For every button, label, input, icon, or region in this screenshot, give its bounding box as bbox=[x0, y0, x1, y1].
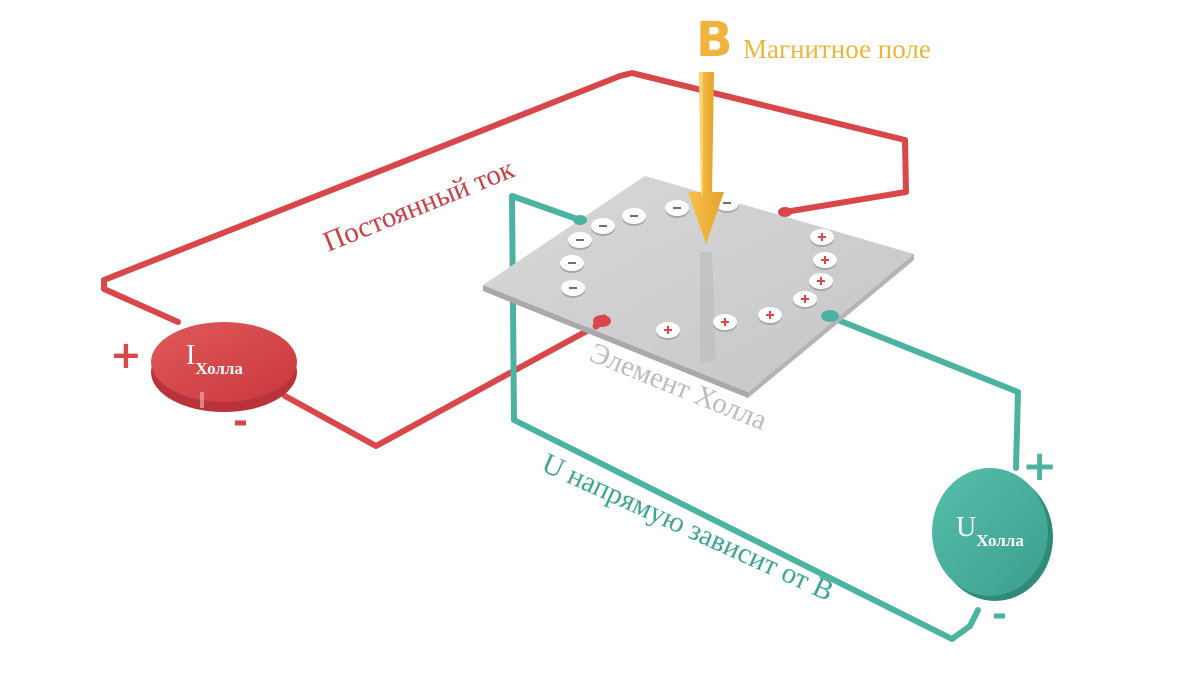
magnetic-field-arrow bbox=[688, 72, 724, 244]
positive-charge bbox=[713, 314, 737, 332]
field-label: Магнитное поле bbox=[743, 34, 931, 64]
current-source-symbol: IХолла bbox=[186, 340, 243, 378]
positive-charge bbox=[813, 252, 837, 270]
voltmeter-symbol: UХолла bbox=[956, 512, 1024, 550]
voltmeter: UХолла + - bbox=[932, 441, 1057, 635]
field-shadow bbox=[700, 252, 716, 364]
hall-plate-edge-right bbox=[748, 254, 914, 398]
current-contact bbox=[593, 315, 611, 327]
current-source-highlight bbox=[200, 392, 204, 408]
positive-charge bbox=[809, 273, 833, 291]
negative-charge bbox=[568, 232, 592, 250]
positive-charge bbox=[793, 291, 817, 309]
charges bbox=[560, 195, 837, 340]
current-wire-top bbox=[101, 70, 909, 325]
voltage-wire-right bbox=[825, 313, 1021, 471]
voltmeter-body bbox=[932, 468, 1048, 596]
current-contact-exit bbox=[778, 207, 792, 217]
negative-charge bbox=[560, 255, 584, 273]
current-source-subscript: Холла bbox=[195, 359, 243, 378]
current-wire-bottom bbox=[282, 323, 599, 449]
current-source-plus: + bbox=[110, 333, 142, 377]
positive-charge bbox=[758, 307, 782, 325]
hall-plate-edge bbox=[483, 285, 748, 398]
positive-charge bbox=[656, 322, 680, 340]
field-symbol: B bbox=[696, 12, 733, 68]
hall-plate bbox=[483, 176, 914, 392]
voltmeter-subscript: Холла bbox=[976, 531, 1024, 550]
negative-charge bbox=[591, 218, 615, 236]
voltmeter-plus: + bbox=[1022, 441, 1057, 490]
positive-charge bbox=[810, 229, 834, 247]
negative-charge bbox=[622, 208, 646, 226]
negative-charge bbox=[561, 280, 585, 298]
voltage-wire-left bbox=[509, 193, 981, 642]
current-source-letter: I bbox=[186, 340, 195, 371]
current-source-minus: - bbox=[233, 401, 248, 442]
current-circuit bbox=[101, 70, 909, 449]
voltage-contact bbox=[573, 215, 587, 225]
negative-charge bbox=[715, 195, 739, 213]
field-arrow-head bbox=[688, 192, 724, 244]
voltage-circuit bbox=[509, 193, 1021, 642]
voltmeter-letter: U bbox=[956, 512, 976, 543]
voltage-note: U напрямую зависит от B bbox=[537, 447, 838, 607]
field-arrow-highlight bbox=[699, 72, 703, 195]
voltage-contact-right bbox=[821, 310, 839, 322]
hall-element bbox=[483, 176, 914, 398]
current-label: Постоянный ток bbox=[319, 153, 520, 259]
current-source-body bbox=[151, 322, 297, 402]
current-source: IХолла + - bbox=[110, 322, 297, 442]
voltmeter-minus: - bbox=[992, 594, 1007, 635]
negative-charge bbox=[665, 200, 689, 218]
